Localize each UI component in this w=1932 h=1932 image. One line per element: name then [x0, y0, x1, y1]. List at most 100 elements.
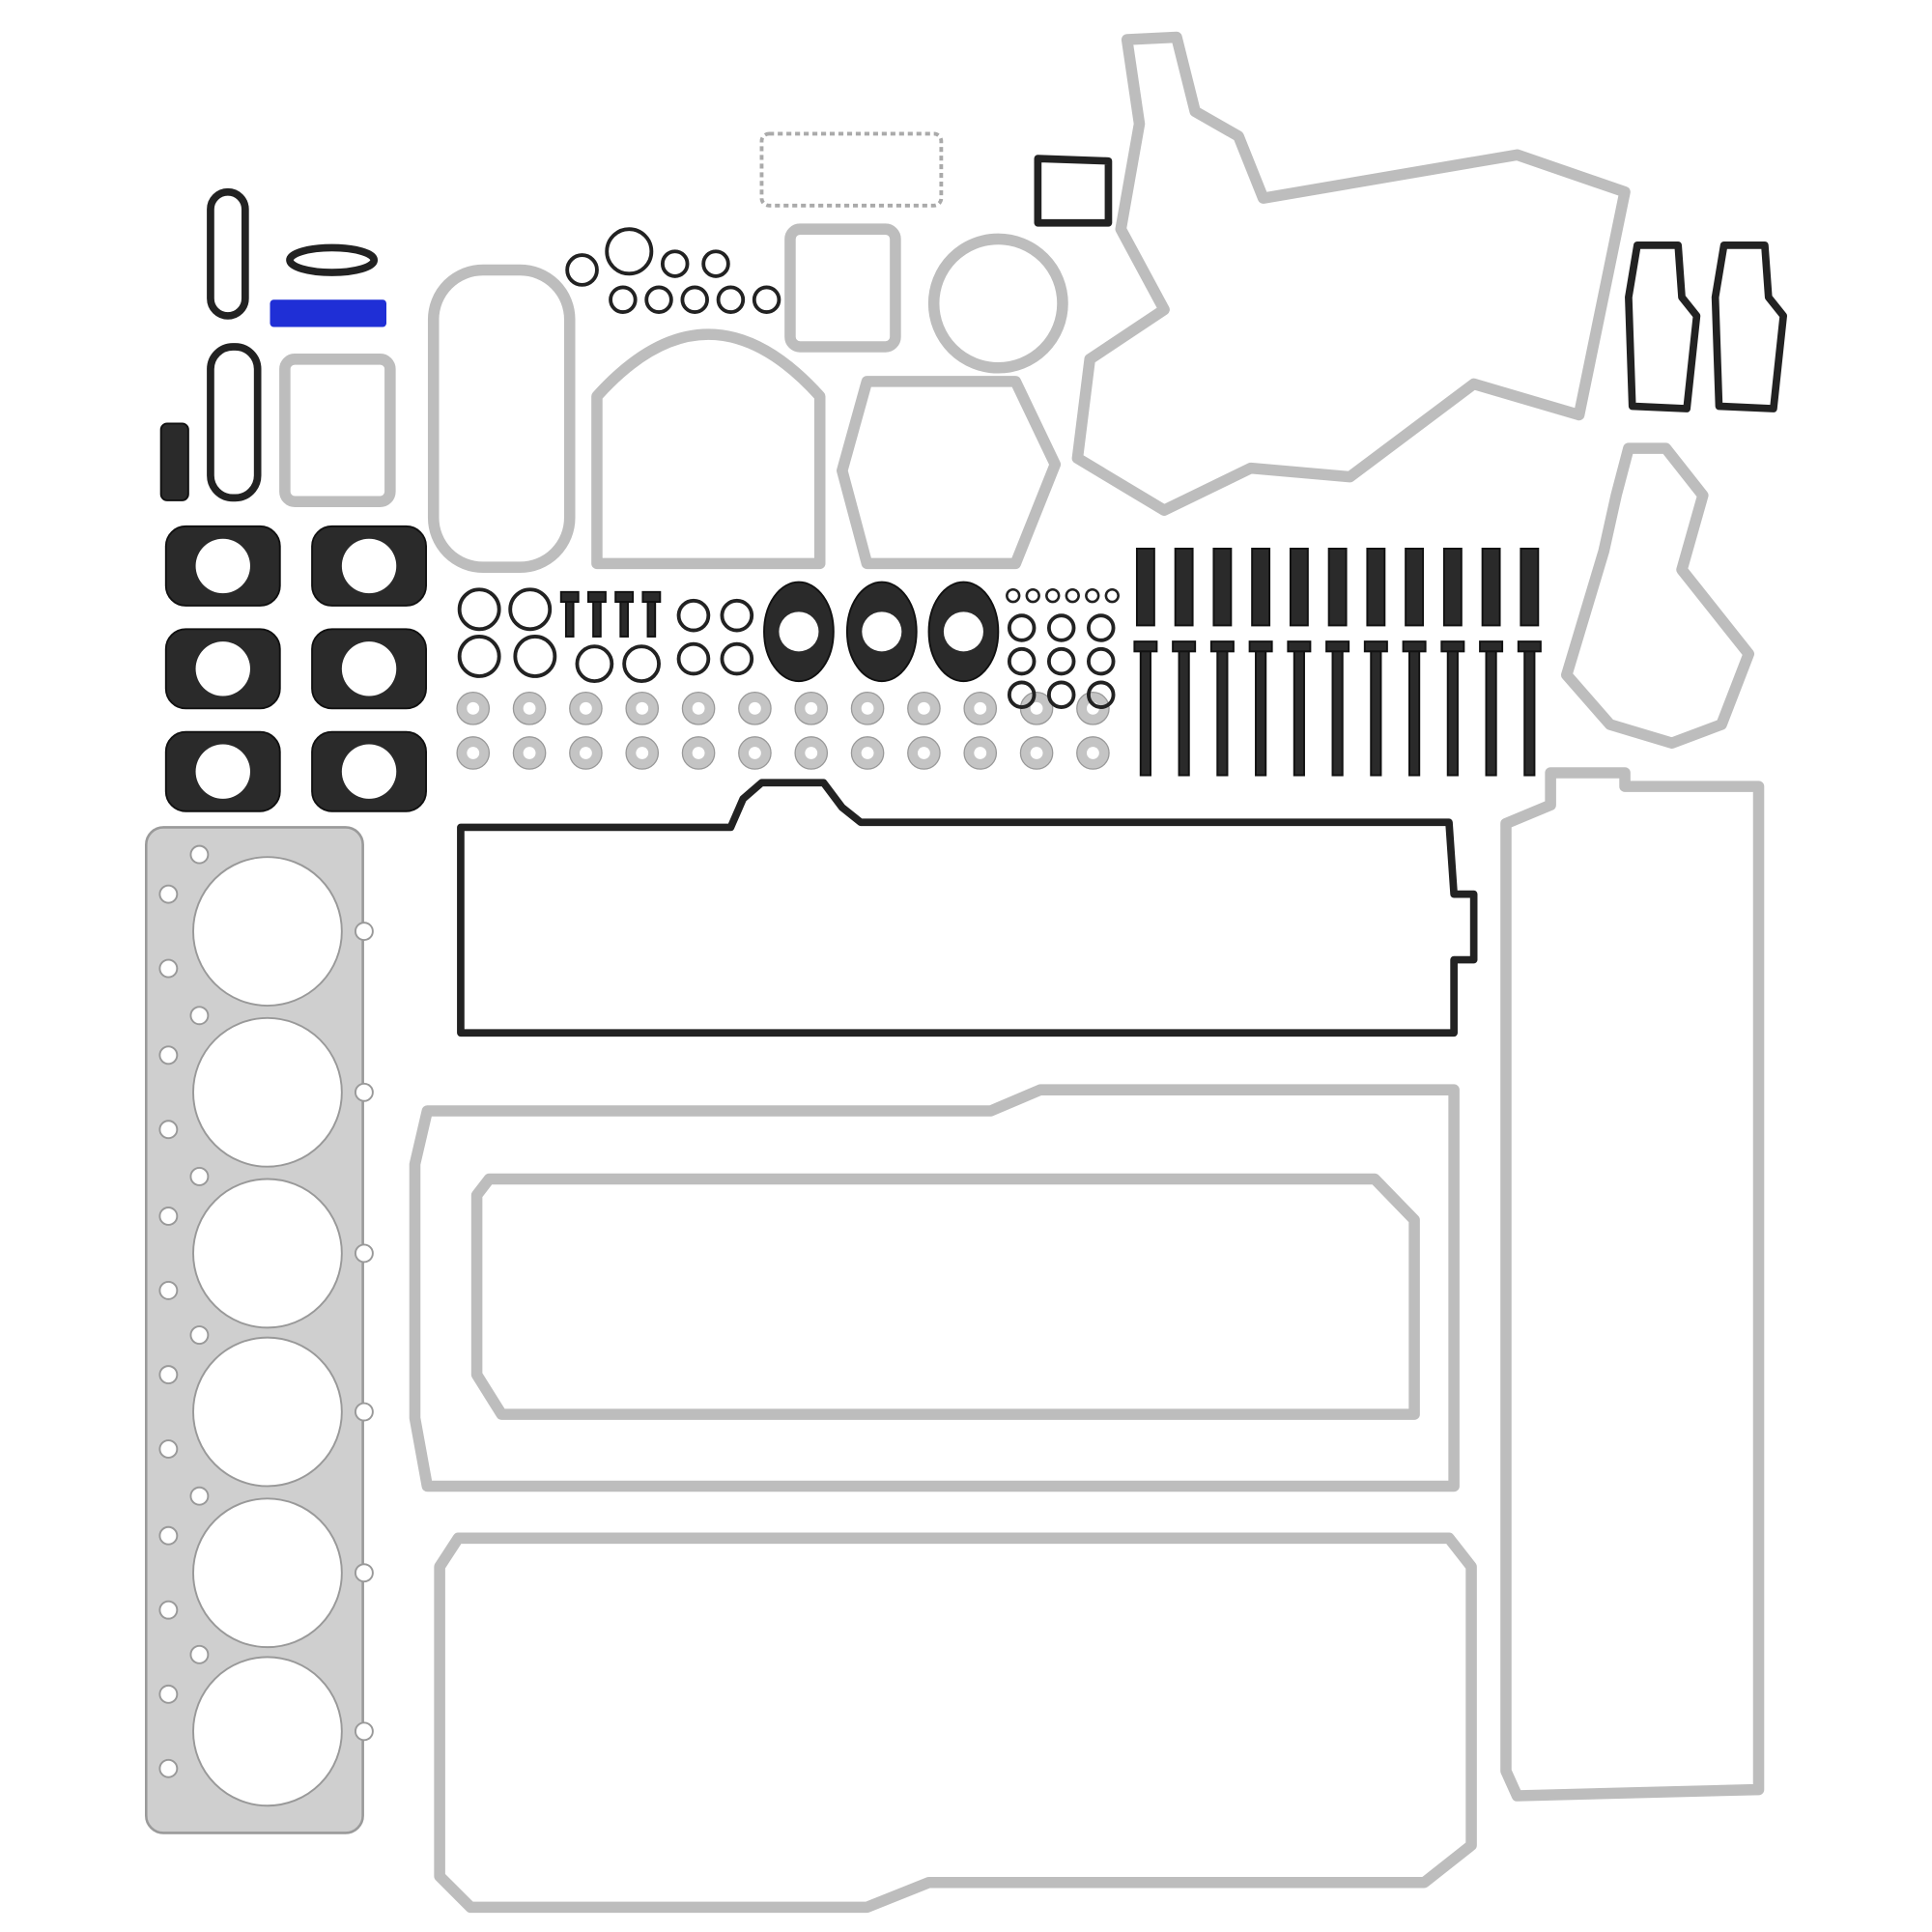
bolt-hole [189, 1325, 210, 1345]
bolt-hole [158, 1280, 179, 1300]
washer-hole [1087, 747, 1099, 759]
head-bolt [1216, 650, 1229, 777]
o-ring [457, 587, 501, 632]
bolt-head [1325, 640, 1350, 653]
o-ring [660, 249, 690, 278]
o-ring [1065, 587, 1080, 604]
short-sleeve [1327, 547, 1348, 627]
egr-cooler-gasket [207, 187, 249, 320]
o-ring [1087, 613, 1116, 642]
bolt-hole [158, 1045, 179, 1065]
washer-hole [805, 747, 818, 759]
thermostat-gasket-left [1625, 242, 1701, 412]
washer-hole [861, 701, 874, 715]
egr-gasket [784, 223, 901, 353]
o-ring [1007, 613, 1037, 642]
washer-hole [749, 701, 761, 715]
short-sleeve [1366, 547, 1386, 627]
washer-hole [580, 747, 592, 759]
head-bolt [1408, 650, 1421, 777]
bolt-hole [354, 1243, 374, 1264]
bolt-hole [158, 1600, 179, 1620]
bolt-hole [354, 1563, 374, 1583]
bolt-hole [189, 1644, 210, 1664]
bolt-head [614, 590, 635, 604]
bolt-hole [189, 1486, 210, 1506]
washer-hole [692, 747, 705, 759]
side-cover-gasket [1500, 767, 1765, 1802]
cylinder-bore [192, 1178, 343, 1329]
egr-valve-gasket [207, 343, 262, 502]
housing-gasket [837, 376, 1062, 570]
small-bolt [619, 601, 629, 638]
injector-hole [943, 611, 983, 652]
head-bolt [1485, 650, 1497, 777]
washer-hole [974, 747, 987, 759]
bolt-head [641, 590, 662, 604]
o-ring [1007, 646, 1037, 676]
short-sleeve [1174, 547, 1194, 627]
turbo-gasket [279, 354, 396, 507]
bolt-head [1209, 640, 1235, 653]
bolt-hole [354, 1082, 374, 1102]
o-ring [605, 227, 654, 276]
ladder-frame-gasket [470, 1173, 1420, 1420]
bolt-hole [158, 1120, 179, 1140]
head-bolt [1293, 650, 1305, 777]
bolt-hole [158, 1365, 179, 1385]
head-bolt [1255, 650, 1267, 777]
washer-hole [523, 747, 536, 759]
bolt-head [1133, 640, 1158, 653]
washer-hole [523, 701, 536, 715]
cylinder-bore [192, 856, 343, 1007]
thermostat-gasket-right [1711, 242, 1788, 412]
bolt-hole [354, 1721, 374, 1742]
cylinder-bore [192, 1497, 343, 1649]
head-bolt [1370, 650, 1382, 777]
o-ring [1046, 680, 1076, 709]
o-ring [1046, 646, 1076, 676]
cylinder-head-gasket [145, 826, 374, 1834]
washer-hole [1030, 747, 1043, 759]
bolt-hole [354, 922, 374, 942]
washer-hole [749, 747, 761, 759]
o-ring [1104, 587, 1120, 604]
intake-gasket [427, 264, 576, 573]
bolt-hole [189, 844, 210, 865]
short-sleeve [1405, 547, 1425, 627]
blue-hose [270, 299, 386, 327]
short-sleeve [1212, 547, 1233, 627]
cover-seal [759, 131, 944, 208]
bolt-hole [158, 1684, 179, 1704]
o-ring [1007, 680, 1037, 709]
repeated-parts [164, 227, 1542, 812]
small-bolt [564, 601, 575, 638]
small-bolt [592, 601, 602, 638]
exhaust-port [341, 641, 397, 696]
bolt-hole [354, 1402, 374, 1422]
o-ring [720, 598, 754, 633]
bolt-head [1363, 640, 1388, 653]
bolt-head [1517, 640, 1542, 653]
bolt-head [1248, 640, 1273, 653]
o-ring [1087, 680, 1116, 709]
black-sleeve [159, 422, 189, 501]
o-ring [720, 641, 754, 676]
water-pump-gasket [1561, 442, 1755, 749]
washer-hole [636, 701, 649, 715]
o-ring [565, 253, 599, 287]
bolt-head [1440, 640, 1465, 653]
cylinder-bore [192, 1336, 343, 1488]
o-ring [644, 285, 673, 314]
washer-hole [918, 747, 930, 759]
head-bolt [1139, 650, 1151, 777]
bolt-hole [158, 958, 179, 979]
exhaust-port [341, 744, 397, 799]
washer-hole [636, 747, 649, 759]
o-ring [676, 598, 711, 633]
cylinder-bore [192, 1016, 343, 1168]
washer-hole [918, 701, 930, 715]
bolt-head [587, 590, 607, 604]
washer-hole [692, 701, 705, 715]
bolt-head [1402, 640, 1427, 653]
